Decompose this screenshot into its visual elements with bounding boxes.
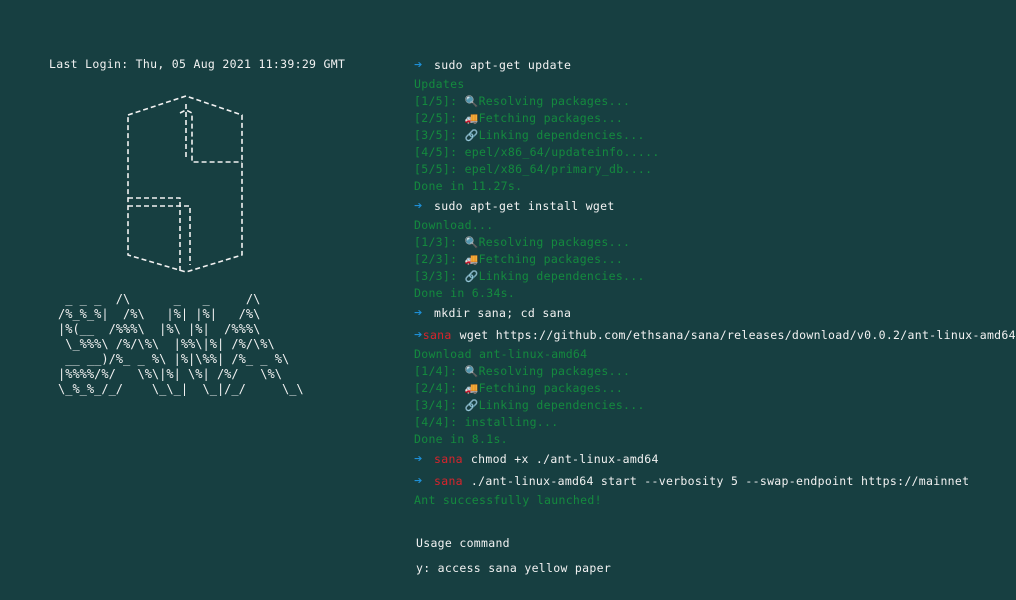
output-text: [5/5]: epel/x86_64/primary_db.... (414, 162, 653, 176)
command-text: sudo apt-get install wget (434, 199, 615, 213)
command-line: ➔ sudo apt-get install wget (414, 195, 1000, 217)
arrow-right-icon: ➔ (414, 305, 423, 321)
output-line: [3/4]: 🔗Linking dependencies... (414, 397, 1000, 414)
arrow-right-icon: ➔ (414, 451, 423, 467)
output-text: Done in 6.34s. (414, 286, 516, 300)
command-text: sudo apt-get update (434, 58, 572, 72)
output-step-text: Resolving packages... (478, 94, 631, 108)
sana-ascii-art: _ _ _ /\ _ _ /\ /%_%_%| /%\ |%| |%| /%\ … (58, 292, 304, 396)
arrow-right-icon: ➔ (414, 327, 423, 343)
output-line: [4/4]: installing... (414, 414, 1000, 431)
magnifier-icon: 🔍 (464, 95, 479, 108)
magnifier-icon: 🔍 (464, 365, 479, 378)
usage-title: Usage command (416, 536, 510, 550)
output-line: Ant successfully launched! (414, 492, 1000, 509)
magnifier-icon: 🔍 (464, 236, 479, 249)
output-text: [2/4]: (414, 381, 465, 395)
output-text: [2/5]: (414, 111, 465, 125)
output-text: Updates (414, 77, 465, 91)
truck-icon: 🚚 (464, 382, 479, 395)
output-line: Updates (414, 76, 1000, 93)
output-text: Download... (414, 218, 494, 232)
arrow-right-icon: ➔ (414, 473, 423, 489)
output-text: [4/5]: epel/x86_64/updateinfo..... (414, 145, 660, 159)
output-text: [1/3]: (414, 235, 465, 249)
prompt-name: sana (434, 474, 463, 488)
output-line: [1/3]: 🔍Resolving packages... (414, 234, 1000, 251)
command-line: ➔ sudo apt-get update (414, 54, 1000, 76)
output-step-text: Fetching packages... (478, 111, 624, 125)
output-text: [2/3]: (414, 252, 465, 266)
prompt-name: sana (422, 328, 452, 342)
output-text: [4/4]: installing... (414, 415, 559, 429)
usage-item: y: access sana yellow paper (416, 561, 612, 575)
prompt-name: sana (434, 452, 463, 466)
output-line: [2/5]: 🚚Fetching packages... (414, 110, 1000, 127)
output-step-text: Linking dependencies... (478, 128, 645, 142)
output-step-text: Linking dependencies... (478, 269, 645, 283)
command-line: ➔ mkdir sana; cd sana (414, 302, 1000, 324)
last-login: Last Login: Thu, 05 Aug 2021 11:39:29 GM… (49, 57, 346, 71)
output-step-text: Linking dependencies... (478, 398, 645, 412)
output-line: [1/5]: 🔍Resolving packages... (414, 93, 1000, 110)
output-step-text: Resolving packages... (478, 235, 631, 249)
truck-icon: 🚚 (464, 112, 479, 125)
output-line: [2/4]: 🚚Fetching packages... (414, 380, 1000, 397)
output-line: [2/3]: 🚚Fetching packages... (414, 251, 1000, 268)
output-line: [1/4]: 🔍Resolving packages... (414, 363, 1000, 380)
output-line: [5/5]: epel/x86_64/primary_db.... (414, 161, 1000, 178)
command-text: ./ant-linux-amd64 start --verbosity 5 --… (470, 474, 970, 488)
command-line: ➔ sana ./ant-linux-amd64 start --verbosity… (414, 470, 1000, 492)
command-text: mkdir sana; cd sana (434, 306, 572, 320)
command-line: ➔ sana chmod +x ./ant-linux-amd64 (414, 448, 1000, 470)
truck-icon: 🚚 (464, 253, 479, 266)
output-step-text: Resolving packages... (478, 364, 631, 378)
command-line: ➔sana wget https://github.com/ethsana/san… (414, 324, 1016, 346)
link-icon: 🔗 (464, 129, 479, 142)
arrow-right-icon: ➔ (414, 198, 423, 214)
sana-logo-icon (127, 95, 243, 273)
output-line: Done in 8.1s. (414, 431, 1000, 448)
output-line: [3/5]: 🔗Linking dependencies... (414, 127, 1000, 144)
arrow-right-icon: ➔ (414, 57, 423, 73)
link-icon: 🔗 (464, 399, 479, 412)
output-text: [1/4]: (414, 364, 465, 378)
output-line: Download ant-linux-amd64 (414, 346, 1000, 363)
output-line: Download... (414, 217, 1000, 234)
link-icon: 🔗 (464, 270, 479, 283)
output-text: [3/4]: (414, 398, 465, 412)
output-line: [3/3]: 🔗Linking dependencies... (414, 268, 1000, 285)
output-text: Ant successfully launched! (414, 493, 602, 507)
output-text: Done in 11.27s. (414, 179, 523, 193)
output-step-text: Fetching packages... (478, 252, 624, 266)
output-line: Done in 6.34s. (414, 285, 1000, 302)
output-text: Download ant-linux-amd64 (414, 347, 588, 361)
output-step-text: Fetching packages... (478, 381, 624, 395)
output-text: [3/5]: (414, 128, 465, 142)
output-line: [4/5]: epel/x86_64/updateinfo..... (414, 144, 1000, 161)
output-line: Done in 11.27s. (414, 178, 1000, 195)
command-text: wget https://github.com/ethsana/sana/rel… (459, 328, 1016, 342)
output-text: [3/3]: (414, 269, 465, 283)
output-text: [1/5]: (414, 94, 465, 108)
command-text: chmod +x ./ant-linux-amd64 (470, 452, 659, 466)
output-text: Done in 8.1s. (414, 432, 508, 446)
